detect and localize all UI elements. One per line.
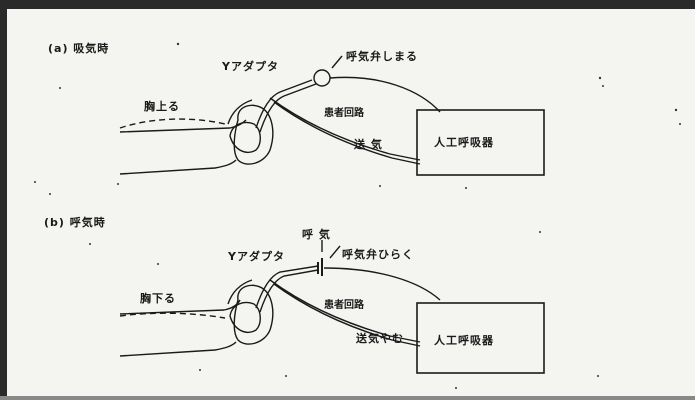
patient-a-back	[119, 119, 247, 133]
y-adapter-label-b: Yアダプタ	[228, 250, 285, 263]
panel-b-title: (b) 呼気時	[44, 216, 106, 229]
top-border	[0, 0, 695, 9]
ventilator-box-a	[416, 109, 545, 176]
bottom-border	[0, 396, 695, 400]
left-border	[0, 0, 7, 400]
mask-b	[229, 301, 261, 334]
ventilator-box-b	[416, 302, 545, 374]
chest-fall-label: 胸下る	[140, 292, 176, 305]
panel-b-drawing	[119, 240, 545, 374]
tube-a-return	[329, 76, 441, 113]
motion-arc-a	[227, 99, 253, 125]
patient-b-back	[119, 299, 241, 315]
valve-b-pointer	[329, 245, 341, 259]
patient-b-bottom	[119, 341, 237, 357]
tube-a-upper2	[259, 83, 317, 133]
patient-circuit-label-a: 患者回路	[324, 108, 364, 119]
chest-rise-label: 胸上る	[144, 100, 180, 113]
scan-noise	[34, 42, 681, 389]
motion-arc-b	[227, 279, 253, 305]
patient-a-head	[233, 104, 274, 165]
exhaled-air-label: 呼 気	[302, 228, 331, 241]
valve-a	[313, 69, 331, 87]
tube-a-lower2	[273, 101, 421, 165]
patient-b-head	[233, 284, 274, 345]
ventilator-label-b: 人工呼吸器	[434, 334, 494, 347]
tube-b-lower	[269, 279, 421, 343]
airflow-stop-label: 送気やむ	[356, 332, 404, 345]
tube-b-upper	[255, 265, 319, 309]
panel-a-drawing	[119, 55, 545, 176]
tube-b-upper2	[259, 269, 319, 313]
valve-open-label: 呼気弁ひらく	[342, 248, 414, 261]
patient-a-chest	[119, 118, 226, 129]
ventilator-label-a: 人工呼吸器	[434, 136, 494, 149]
panel-a-title: (a) 吸気時	[48, 42, 110, 55]
patient-a-bottom	[119, 159, 237, 175]
tube-a-lower	[269, 97, 421, 161]
tube-a-upper	[255, 79, 313, 129]
tube-b-return	[323, 267, 441, 301]
y-adapter-label-a: Yアダプタ	[222, 60, 279, 73]
valve-a-pointer	[331, 55, 343, 69]
patient-circuit-label-b: 患者回路	[324, 300, 364, 311]
mask-a	[229, 121, 261, 154]
airflow-label-a: 送 気	[354, 138, 383, 151]
patient-b-chest	[119, 312, 226, 319]
tube-b-lower2	[273, 283, 421, 347]
valve-closed-label: 呼気弁しまる	[346, 50, 418, 63]
